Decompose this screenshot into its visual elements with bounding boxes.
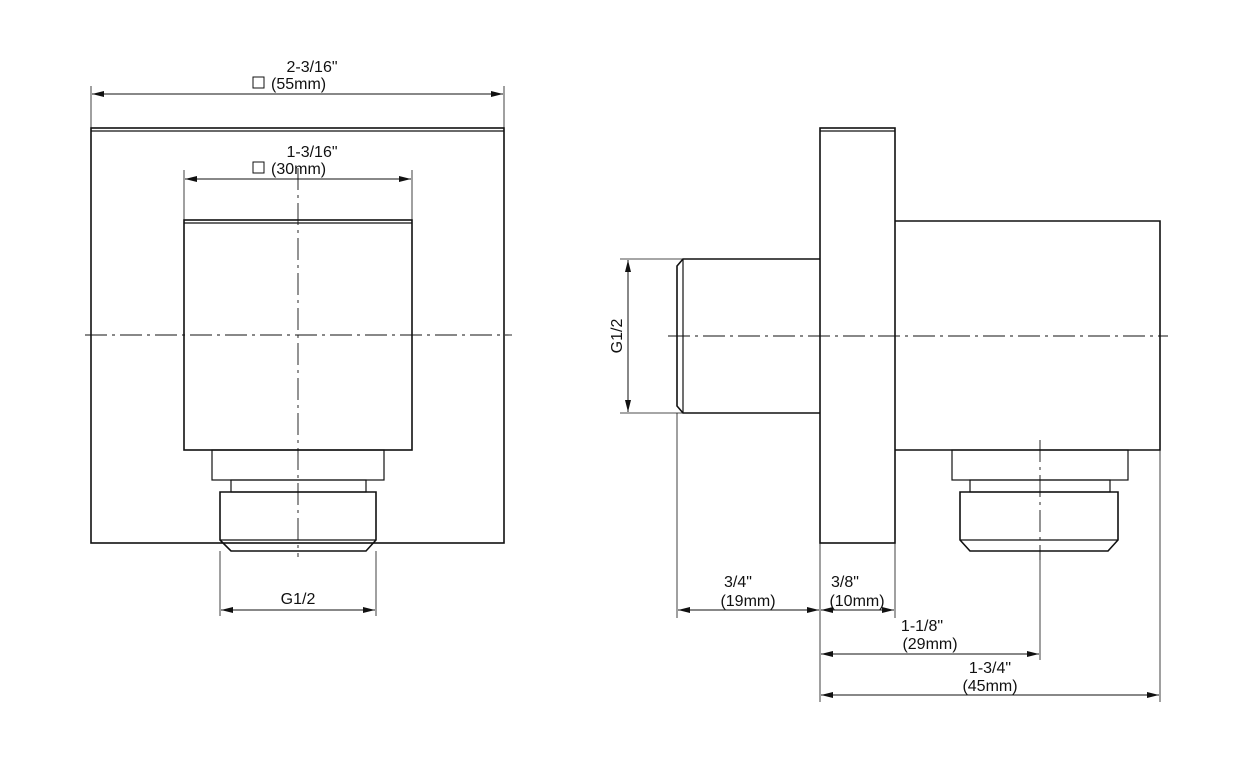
inlet-length-metric: (19mm) [720, 593, 775, 610]
side-thread-label: G1/2 [609, 319, 626, 354]
inner-width-metric: (30mm) [271, 161, 326, 178]
side-view: G1/2 3/4" (19mm) 3/8" (10mm) 1-1/8" (29m… [609, 127, 1168, 702]
front-plate-outline [90, 127, 505, 544]
inlet-length-imperial: 3/4" [724, 574, 752, 591]
front-thread-label: G1/2 [281, 591, 316, 608]
outlet-offset-imperial: 1-1/8" [901, 618, 943, 635]
overall-depth-metric: (45mm) [962, 678, 1017, 695]
flange-thickness-metric: (10mm) [829, 593, 884, 610]
overall-depth-imperial: 1-3/4" [969, 660, 1011, 677]
outlet-offset-metric: (29mm) [902, 636, 957, 653]
front-view: 2-3/16" (55mm) 1-3/16" (30mm) G1/2 [85, 59, 512, 616]
overall-width-imperial: 2-3/16" [286, 59, 337, 76]
side-body-outline [895, 220, 1161, 451]
square-symbol-icon [252, 76, 265, 89]
flange-thickness-imperial: 3/8" [831, 574, 859, 591]
side-flange-outline [819, 127, 896, 544]
side-outlet-nut [959, 491, 1119, 552]
square-symbol-icon-2 [252, 161, 265, 174]
overall-width-metric: (55mm) [271, 76, 326, 93]
inner-width-imperial: 1-3/16" [286, 144, 337, 161]
front-nut-neck [230, 479, 367, 493]
